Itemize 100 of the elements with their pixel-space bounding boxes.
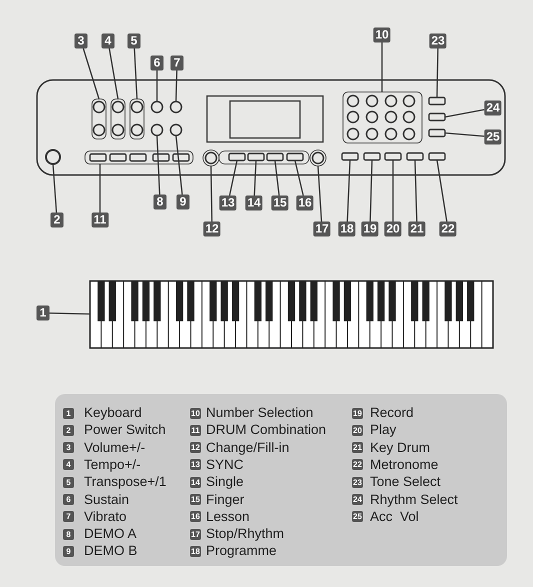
callout-number: 3 [74,34,88,48]
callout-number: 18 [338,222,356,236]
legend-text: Power Switch [84,422,166,438]
callout-number: 12 [203,222,221,236]
callout-number: 19 [361,222,379,236]
number-badge: 17 [190,528,201,540]
button [228,152,246,162]
knob [150,124,164,136]
keypad [342,92,422,144]
number-badge: 24 [352,494,363,505]
legend-text: Record [370,405,414,421]
number-badge: 14 [190,476,201,488]
number-badge: 7 [63,511,74,522]
button [428,152,446,161]
number-badge: 11 [190,424,201,436]
legend-text: Metronome [370,456,438,473]
leader-line [156,135,160,195]
callout-number: 21 [408,222,426,236]
keyboard-drawing [89,280,494,349]
number-badge: 9 [63,546,74,557]
legend-text: Tone Select [370,474,441,490]
legend-text: Programme [206,543,277,560]
leader-line [254,160,257,196]
number-badge: 19 [352,408,363,418]
number-badge: 20 [352,424,363,436]
button-strip [84,150,194,164]
power-knob [45,149,61,165]
legend-text: Play [370,422,396,438]
leader-line [444,132,484,137]
ring-button [310,150,326,166]
leader-line [175,70,178,102]
number-badge: 8 [63,528,74,540]
leader-line [108,48,119,100]
button [406,152,424,161]
button [428,96,446,106]
callout-number: 6 [150,56,164,70]
button [266,152,284,162]
number-badge: 1 [63,408,74,418]
callout-number: 17 [313,222,331,236]
knob [150,100,164,114]
callout-number: 20 [384,222,402,236]
legend-text: Tempo+/- [84,456,141,473]
leader-line [294,160,304,196]
leader-line [392,160,394,222]
leader-line [381,42,383,92]
knob [170,124,182,136]
button [341,152,359,161]
leader-line [175,135,183,195]
callout-number: 15 [271,196,289,210]
legend-text: Sustain [84,492,130,508]
number-badge: 5 [63,476,74,488]
callout-number: 1 [36,306,50,320]
legend-text: DEMO B [84,543,138,560]
leader-line [317,166,322,222]
leader-line [210,166,213,222]
number-badge: 22 [352,459,363,470]
callout-number: 22 [439,222,457,236]
number-badge: 16 [190,511,201,522]
number-badge: 10 [190,408,201,418]
legend-text: Number Selection [206,405,314,421]
number-badge: 6 [63,494,74,505]
callout-number: 11 [92,212,108,228]
callout-number: 7 [170,56,184,70]
legend-text: Stop/Rhythm [206,526,284,542]
callout-number: 10 [373,28,391,42]
legend-text: Vibrato [84,508,127,525]
callout-number: 24 [484,100,502,116]
button [247,152,265,162]
legend-text: Rhythm Select [370,492,458,508]
ring-button [202,150,220,166]
knob-pair [130,98,144,140]
legend-text: Keyboard [84,405,142,421]
callout-number: 9 [176,194,190,210]
leader-line [436,160,448,222]
legend-text: Lesson [206,508,250,525]
button [363,152,381,161]
legend-text: SYNC [206,456,244,473]
leader-line [52,164,58,213]
callout-number: 8 [154,194,166,210]
leader-line [370,160,373,222]
legend-text: Volume+/- [84,440,146,456]
number-badge: 4 [63,459,74,470]
button [286,152,304,162]
leader-line [49,312,90,315]
legend-text: Single [206,474,244,490]
leader-line [134,48,138,100]
leader-line [228,160,238,196]
button [428,128,446,138]
knob-pair [92,98,106,140]
legend-text: Key Drum [370,440,430,456]
leader-line [82,48,100,100]
leader-line [444,108,484,118]
legend-text: Finger [206,492,244,508]
legend-text: DRUM Combination [206,422,326,438]
callout-number: 23 [429,34,447,48]
number-badge: 3 [63,442,74,454]
legend-text: Change/Fill-in [206,440,290,456]
knob-pair [110,98,126,140]
callout-number: 25 [484,130,502,144]
leader-line [414,160,418,222]
